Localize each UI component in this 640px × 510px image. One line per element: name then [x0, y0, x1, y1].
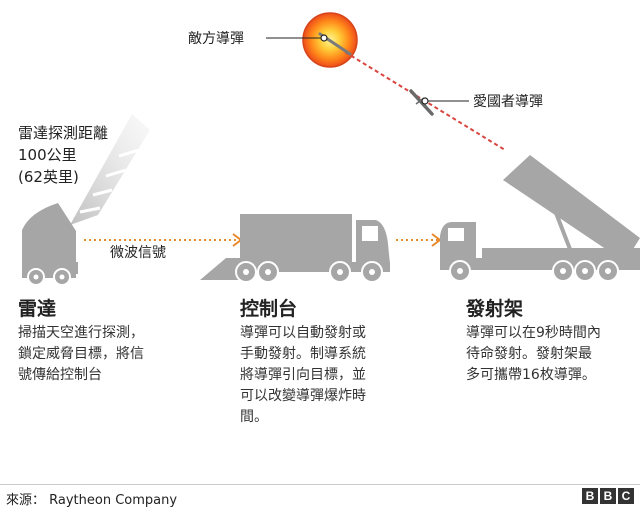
detection-range-line-3: (62英里)	[18, 168, 79, 186]
source-credit: 來源： Raytheon Company	[6, 493, 178, 508]
signal-arrow-2	[396, 233, 442, 247]
control-station-title: 控制台	[240, 298, 298, 320]
radar-desc-line-3: 號傳給控制台	[18, 367, 102, 383]
control-station-description: 導彈可以自動發射或 手動發射。制導系統 將導彈引向目標，並 可以改變導彈爆炸時 …	[240, 323, 366, 428]
control-desc-line-1: 導彈可以自動發射或	[240, 325, 366, 341]
radar-desc-line-2: 鎖定威脅目標，將信	[18, 346, 144, 362]
enemy-missile-label: 敵方導彈	[188, 31, 244, 47]
patriot-missile-label: 愛國者導彈	[473, 94, 543, 110]
detection-range-line-1: 雷達探測距離	[18, 124, 109, 142]
patriot-missile-icon	[409, 89, 434, 116]
radar-title: 雷達	[18, 298, 57, 320]
detection-range-line-2: 100公里	[18, 146, 77, 164]
bbc-logo-letter-3: C	[618, 488, 634, 504]
microwave-signal-label: 微波信號	[110, 245, 166, 261]
radar-desc-line-1: 掃描天空進行探測，	[18, 325, 144, 341]
launcher-desc-line-2: 待命發射。發射架最	[466, 346, 592, 362]
detection-range-label: 雷達探測距離 100公里 (62英里)	[18, 122, 108, 188]
radar-beam	[70, 114, 150, 225]
launcher-title: 發射架	[466, 298, 524, 320]
launcher-description: 導彈可以在9秒時間內 待命發射。發射架最 多可攜帶16枚導彈。	[466, 323, 601, 386]
launcher-truck	[440, 155, 640, 282]
control-station-truck	[200, 214, 390, 283]
launcher-desc-line-3: 多可攜帶16枚導彈。	[466, 367, 596, 383]
radar-description: 掃描天空進行探測， 鎖定威脅目標，將信 號傳給控制台	[18, 323, 144, 386]
bbc-logo: B B C	[582, 488, 634, 504]
control-desc-line-2: 手動發射。制導系統	[240, 346, 366, 362]
launcher-desc-line-1: 導彈可以在9秒時間內	[466, 325, 601, 341]
footer-divider	[0, 484, 640, 485]
control-desc-line-3: 將導彈引向目標，並	[240, 367, 366, 383]
control-desc-line-5: 間。	[240, 409, 268, 425]
control-desc-line-4: 可以改變導彈爆炸時	[240, 388, 366, 404]
bbc-logo-letter-2: B	[600, 488, 616, 504]
radar-vehicle	[22, 203, 78, 286]
bbc-logo-letter-1: B	[582, 488, 598, 504]
